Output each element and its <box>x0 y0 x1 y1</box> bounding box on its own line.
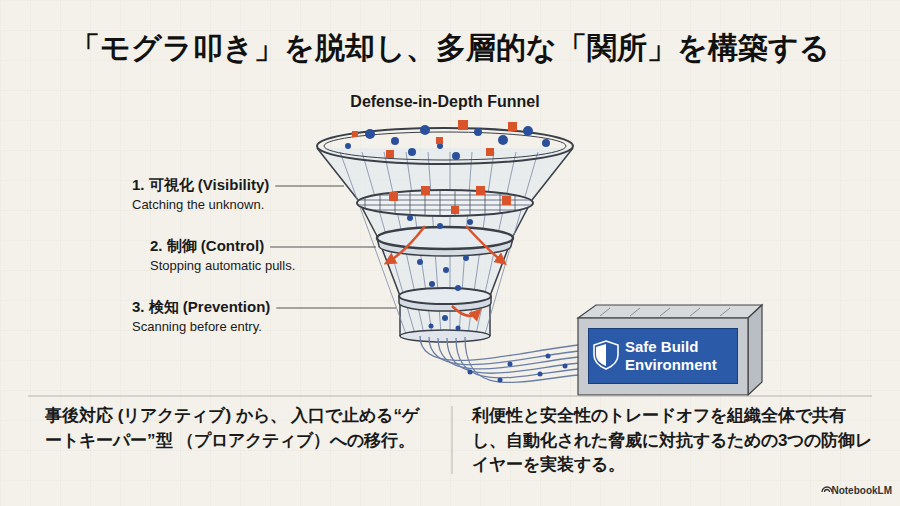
layer-subtitle: Stopping automatic pulls. <box>150 258 295 274</box>
layer-subtitle: Scanning before entry. <box>132 319 262 335</box>
shield-icon <box>594 341 618 369</box>
box-label: Safe Build Environment <box>625 338 731 374</box>
build-environment-box: Safe Build Environment <box>588 328 738 384</box>
layer-title: 2. 制御 (Control) <box>150 237 264 256</box>
slide-title: 「モグラ叩き」を脱却し、多層的な「関所」を構築する <box>10 30 890 66</box>
layer-title: 1. 可視化 (Visibility) <box>132 176 269 195</box>
leader-line <box>270 247 376 248</box>
watermark: NotebookLM <box>831 485 892 498</box>
summary-text: 事後対応 (リアクティブ) から、 入口で止める“ゲートキーパー”型 （プロアク… <box>45 404 435 453</box>
leader-line <box>275 186 344 187</box>
funnel-heading: Defense-in-Depth Funnel <box>295 92 595 112</box>
notebooklm-icon <box>822 487 832 492</box>
layer-subtitle: Catching the unknown. <box>132 197 264 213</box>
layer-title: 3. 検知 (Prevention) <box>132 298 270 317</box>
summary-text: 利便性と安全性のトレードオフを組織全体で共有し、自動化された脅威に対抗するための… <box>472 404 877 478</box>
leader-line <box>276 308 396 309</box>
